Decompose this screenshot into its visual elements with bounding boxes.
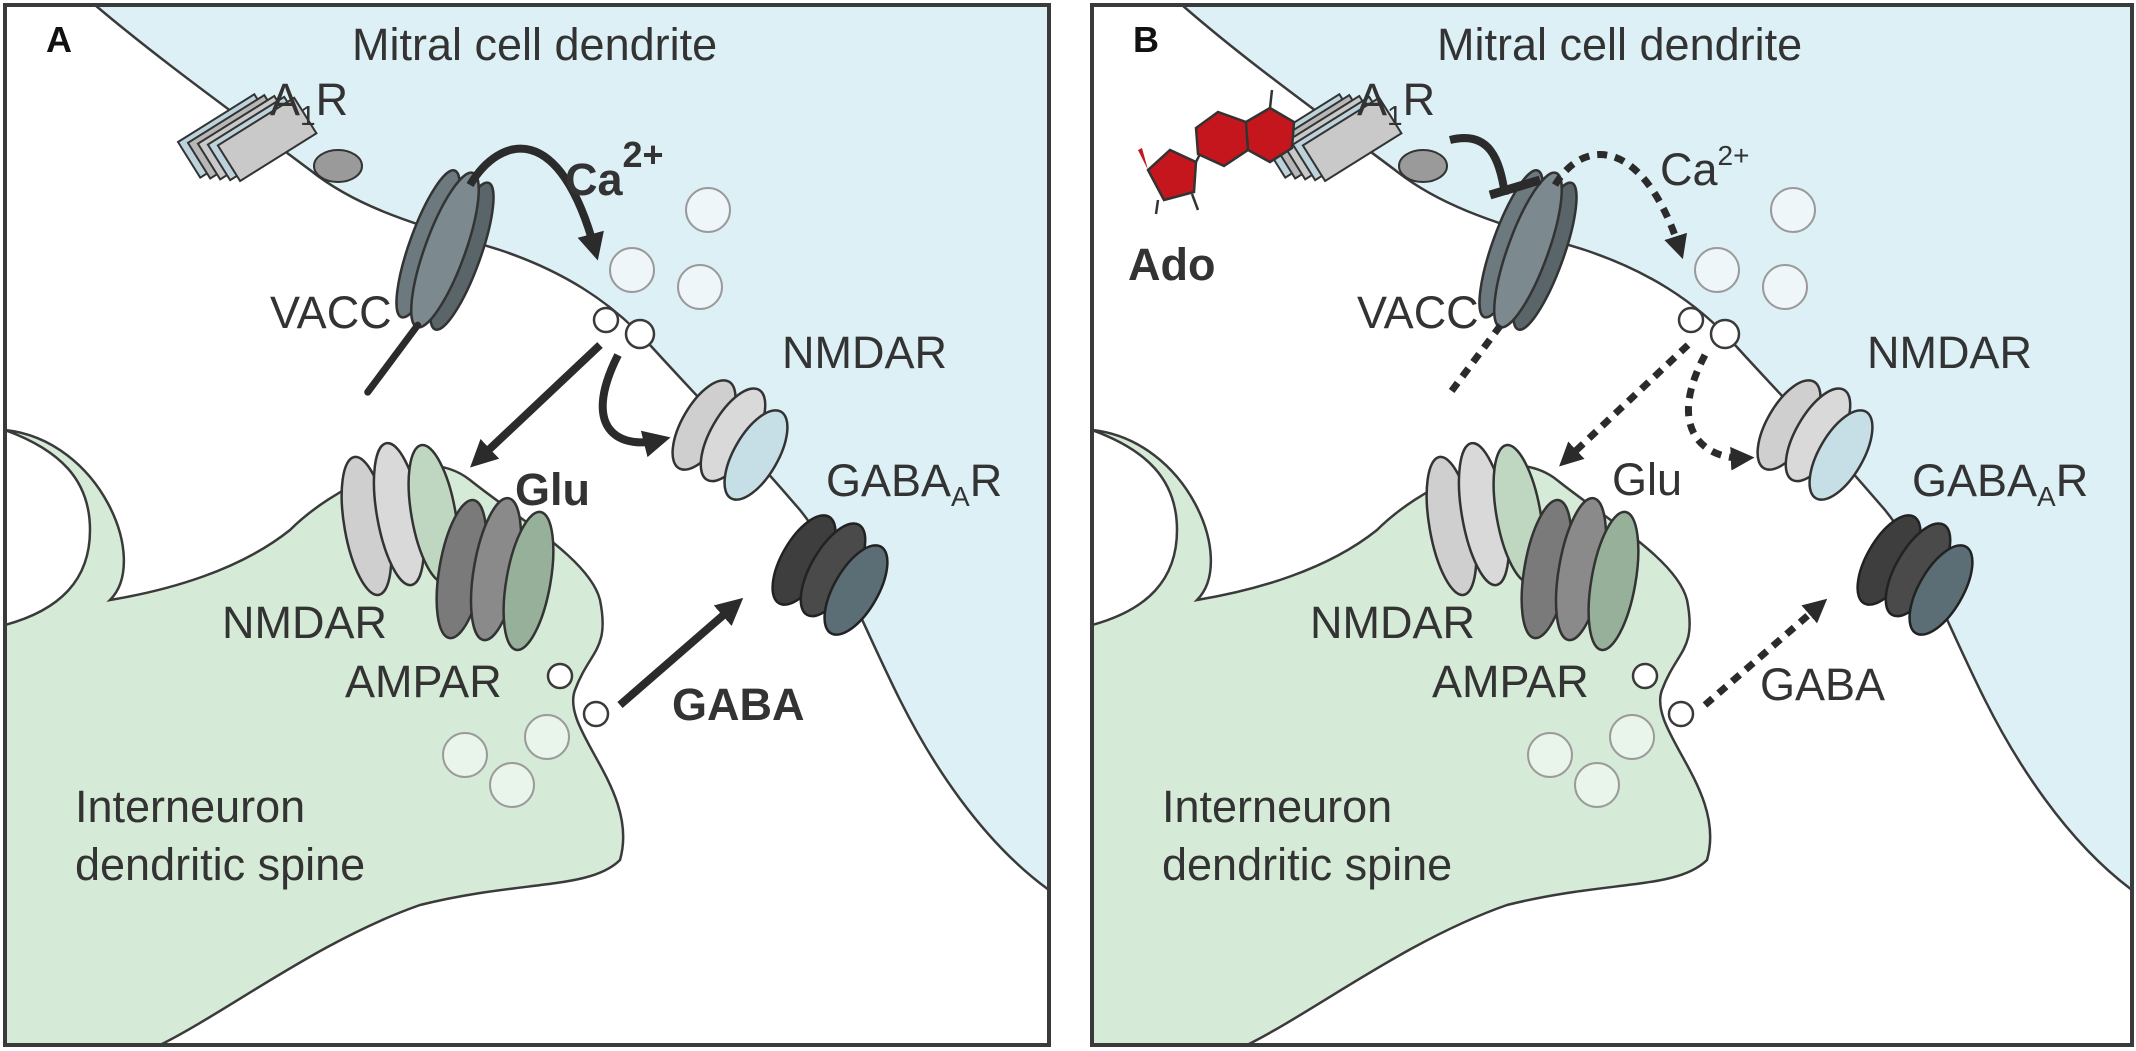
adenosine-molecule-icon <box>1138 89 1296 215</box>
glutamate-label: Glu <box>515 464 590 515</box>
gabaa-receptor-label: GABAAR <box>826 455 1002 512</box>
panel-b: B Mitral cell dendrite A1R Ado Ca2+ VACC… <box>1090 3 2134 1047</box>
vesicle <box>1694 247 1740 293</box>
vesicle <box>1770 187 1816 233</box>
interneuron-label-line2: dendritic spine <box>1162 839 1452 890</box>
panel-a: A Mitral cell dendrite A1R Ca2+ VACC NMD… <box>3 3 1051 1047</box>
a1r-receptor-icon <box>176 92 318 183</box>
release-site <box>1667 700 1695 728</box>
calcium-label: Ca2+ <box>565 134 664 205</box>
panel-letter: B <box>1133 19 1159 60</box>
g-protein-icon <box>1398 149 1448 183</box>
nmdar-icon <box>671 379 789 501</box>
release-site <box>592 306 620 334</box>
interneuron-label-line1: Interneuron <box>1162 781 1392 832</box>
release-site <box>546 662 574 690</box>
nmdar-top-label: NMDAR <box>782 327 947 378</box>
a1r-receptor-icon <box>1261 92 1403 183</box>
vesicle <box>1574 762 1620 808</box>
inhibition-arrow <box>1449 134 1509 196</box>
release-site <box>1677 306 1705 334</box>
nmdar-icon <box>1425 441 1545 597</box>
calcium-arrow <box>1552 151 1688 260</box>
glutamate-label: Glu <box>1612 454 1682 505</box>
vesicle <box>677 264 723 310</box>
mitral-label: Mitral cell dendrite <box>1437 19 1802 70</box>
inhibition-bar <box>1488 175 1542 200</box>
gabaa-receptor-icon <box>1856 514 1974 636</box>
adenosine-label: Ado <box>1128 239 1215 290</box>
nmdar-icon <box>1756 379 1874 501</box>
vacc-label: VACC <box>270 287 392 338</box>
panel-b-border <box>1090 3 2134 1047</box>
gaba-label: GABA <box>672 679 805 730</box>
nmdar-bottom-label: NMDAR <box>1310 597 1475 648</box>
calcium-arrow <box>466 144 604 261</box>
release-site <box>1709 318 1741 350</box>
vesicle <box>1527 732 1573 778</box>
ampar-label: AMPAR <box>345 656 502 707</box>
vesicle <box>685 187 731 233</box>
nmdar-top-label: NMDAR <box>1867 327 2032 378</box>
glutamate-arrow-right <box>598 353 671 458</box>
gaba-arrow <box>1702 598 1828 708</box>
gaba-label: GABA <box>1760 659 1885 710</box>
vesicle <box>609 247 655 293</box>
interneuron-label-line1: Interneuron <box>75 781 305 832</box>
vesicle <box>1609 714 1655 760</box>
glutamate-arrow-right <box>1684 353 1755 471</box>
release-site <box>1631 662 1659 690</box>
glutamate-arrow-left <box>470 342 603 468</box>
panel-a-border <box>3 3 1051 1047</box>
ampar-icon <box>1520 496 1640 652</box>
gabaa-receptor-label: GABAAR <box>1912 455 2088 512</box>
ampar-icon <box>435 496 555 652</box>
interneuron-label-line2: dendritic spine <box>75 839 365 890</box>
gabaa-receptor-icon <box>771 514 889 636</box>
g-protein-icon <box>313 149 363 183</box>
vesicle <box>442 732 488 778</box>
a1r-label: A1R <box>1357 74 1435 131</box>
gaba-arrow <box>617 597 744 709</box>
vacc-label: VACC <box>1357 287 1479 338</box>
vesicle <box>1762 264 1808 310</box>
release-site <box>624 318 656 350</box>
vacc-channel-icon <box>364 169 495 396</box>
nmdar-bottom-label: NMDAR <box>222 597 387 648</box>
vesicle <box>489 762 535 808</box>
release-site <box>582 700 610 728</box>
calcium-label: Ca2+ <box>1660 140 1749 195</box>
vacc-channel-icon <box>1447 169 1578 395</box>
a1r-label: A1R <box>270 74 348 131</box>
vesicle <box>524 714 570 760</box>
ampar-label: AMPAR <box>1432 656 1589 707</box>
panel-letter: A <box>46 19 72 60</box>
mitral-label: Mitral cell dendrite <box>352 19 717 70</box>
glutamate-arrow-left <box>1559 342 1691 467</box>
